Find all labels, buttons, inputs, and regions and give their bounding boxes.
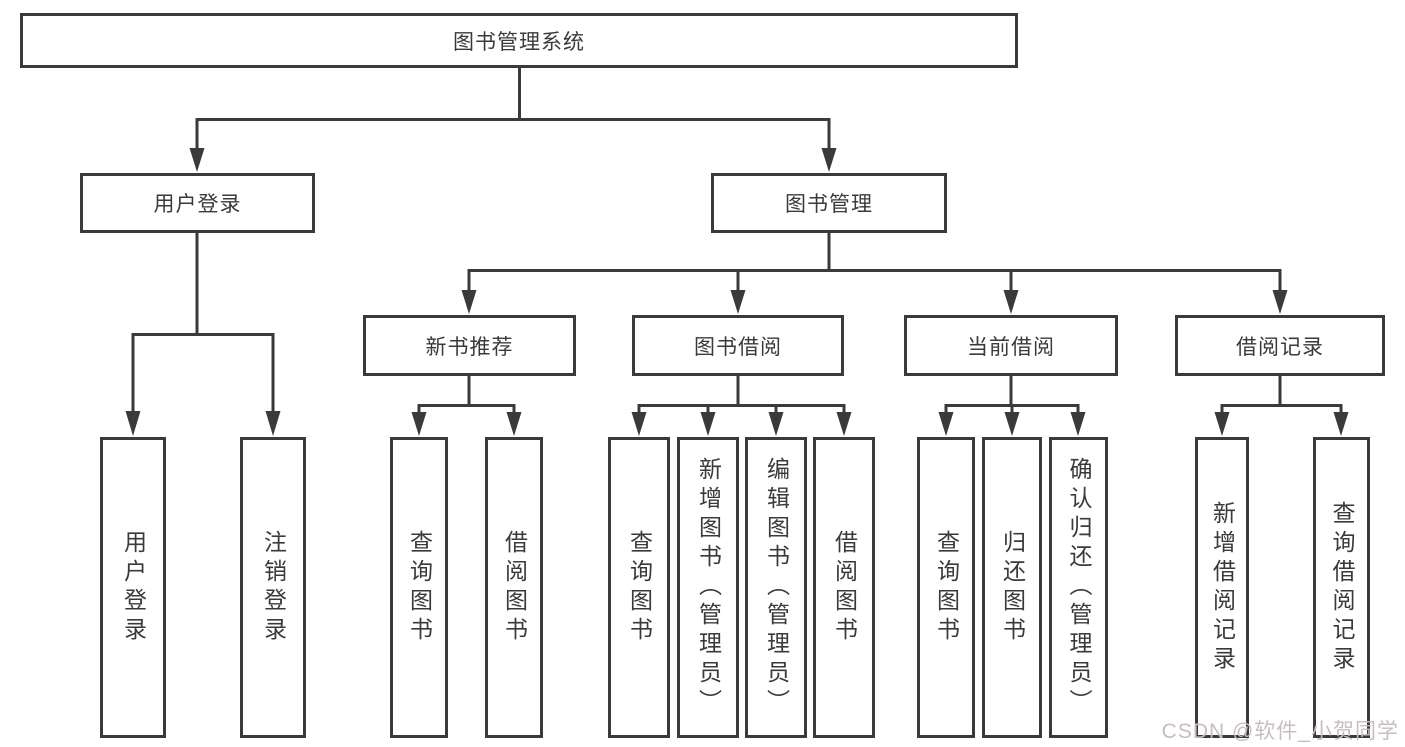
leaf-label: 新增图书（管理员） [695, 457, 722, 718]
node-new-book-recommend: 新书推荐 [363, 315, 576, 376]
node-borrow-records: 借阅记录 [1175, 315, 1385, 376]
leaf-confirm-return-admin: 确认归还（管理员） [1049, 437, 1108, 738]
leaf-label: 新增借阅记录 [1209, 500, 1236, 675]
node-label: 借阅记录 [1236, 335, 1324, 359]
leaf-add-books-admin: 新增图书（管理员） [677, 437, 739, 738]
leaf-return-books: 归还图书 [982, 437, 1042, 738]
leaf-label: 查询图书 [406, 529, 433, 646]
leaf-label: 确认归还（管理员） [1066, 457, 1092, 718]
leaf-label: 借阅图书 [831, 529, 858, 646]
node-label: 当前借阅 [967, 335, 1055, 359]
node-current-borrow: 当前借阅 [904, 315, 1118, 376]
node-label: 图书管理系统 [453, 30, 585, 54]
leaf-label: 用户登录 [120, 529, 147, 646]
node-label: 用户登录 [153, 193, 242, 216]
node-book-management: 图书管理 [711, 173, 947, 233]
leaf-label: 查询图书 [933, 529, 960, 646]
node-root-system: 图书管理系统 [20, 13, 1018, 68]
leaf-query-books-1: 查询图书 [390, 437, 448, 738]
node-label: 图书借阅 [694, 335, 782, 359]
leaf-add-borrow-record: 新增借阅记录 [1195, 437, 1249, 738]
leaf-user-login: 用户登录 [100, 437, 166, 738]
node-label: 图书管理 [785, 193, 873, 216]
leaf-label: 查询借阅记录 [1329, 500, 1355, 675]
leaf-label: 归还图书 [999, 529, 1026, 646]
leaf-edit-books-admin: 编辑图书（管理员） [745, 437, 807, 738]
leaf-label: 借阅图书 [501, 529, 528, 646]
leaf-label: 编辑图书（管理员） [763, 457, 790, 718]
leaf-label: 注销登录 [260, 529, 287, 646]
leaf-query-books-2: 查询图书 [608, 437, 670, 738]
node-user-login: 用户登录 [80, 173, 315, 233]
leaf-borrow-books-1: 借阅图书 [485, 437, 543, 738]
node-book-borrow: 图书借阅 [632, 315, 844, 376]
leaf-query-books-3: 查询图书 [917, 437, 975, 738]
leaf-borrow-books-2: 借阅图书 [813, 437, 875, 738]
csdn-watermark: CSDN @软件_小贺同学 [1161, 720, 1399, 743]
leaf-query-borrow-record: 查询借阅记录 [1313, 437, 1370, 738]
leaf-logout: 注销登录 [240, 437, 306, 738]
node-label: 新书推荐 [425, 335, 514, 359]
leaf-label: 查询图书 [626, 529, 653, 646]
